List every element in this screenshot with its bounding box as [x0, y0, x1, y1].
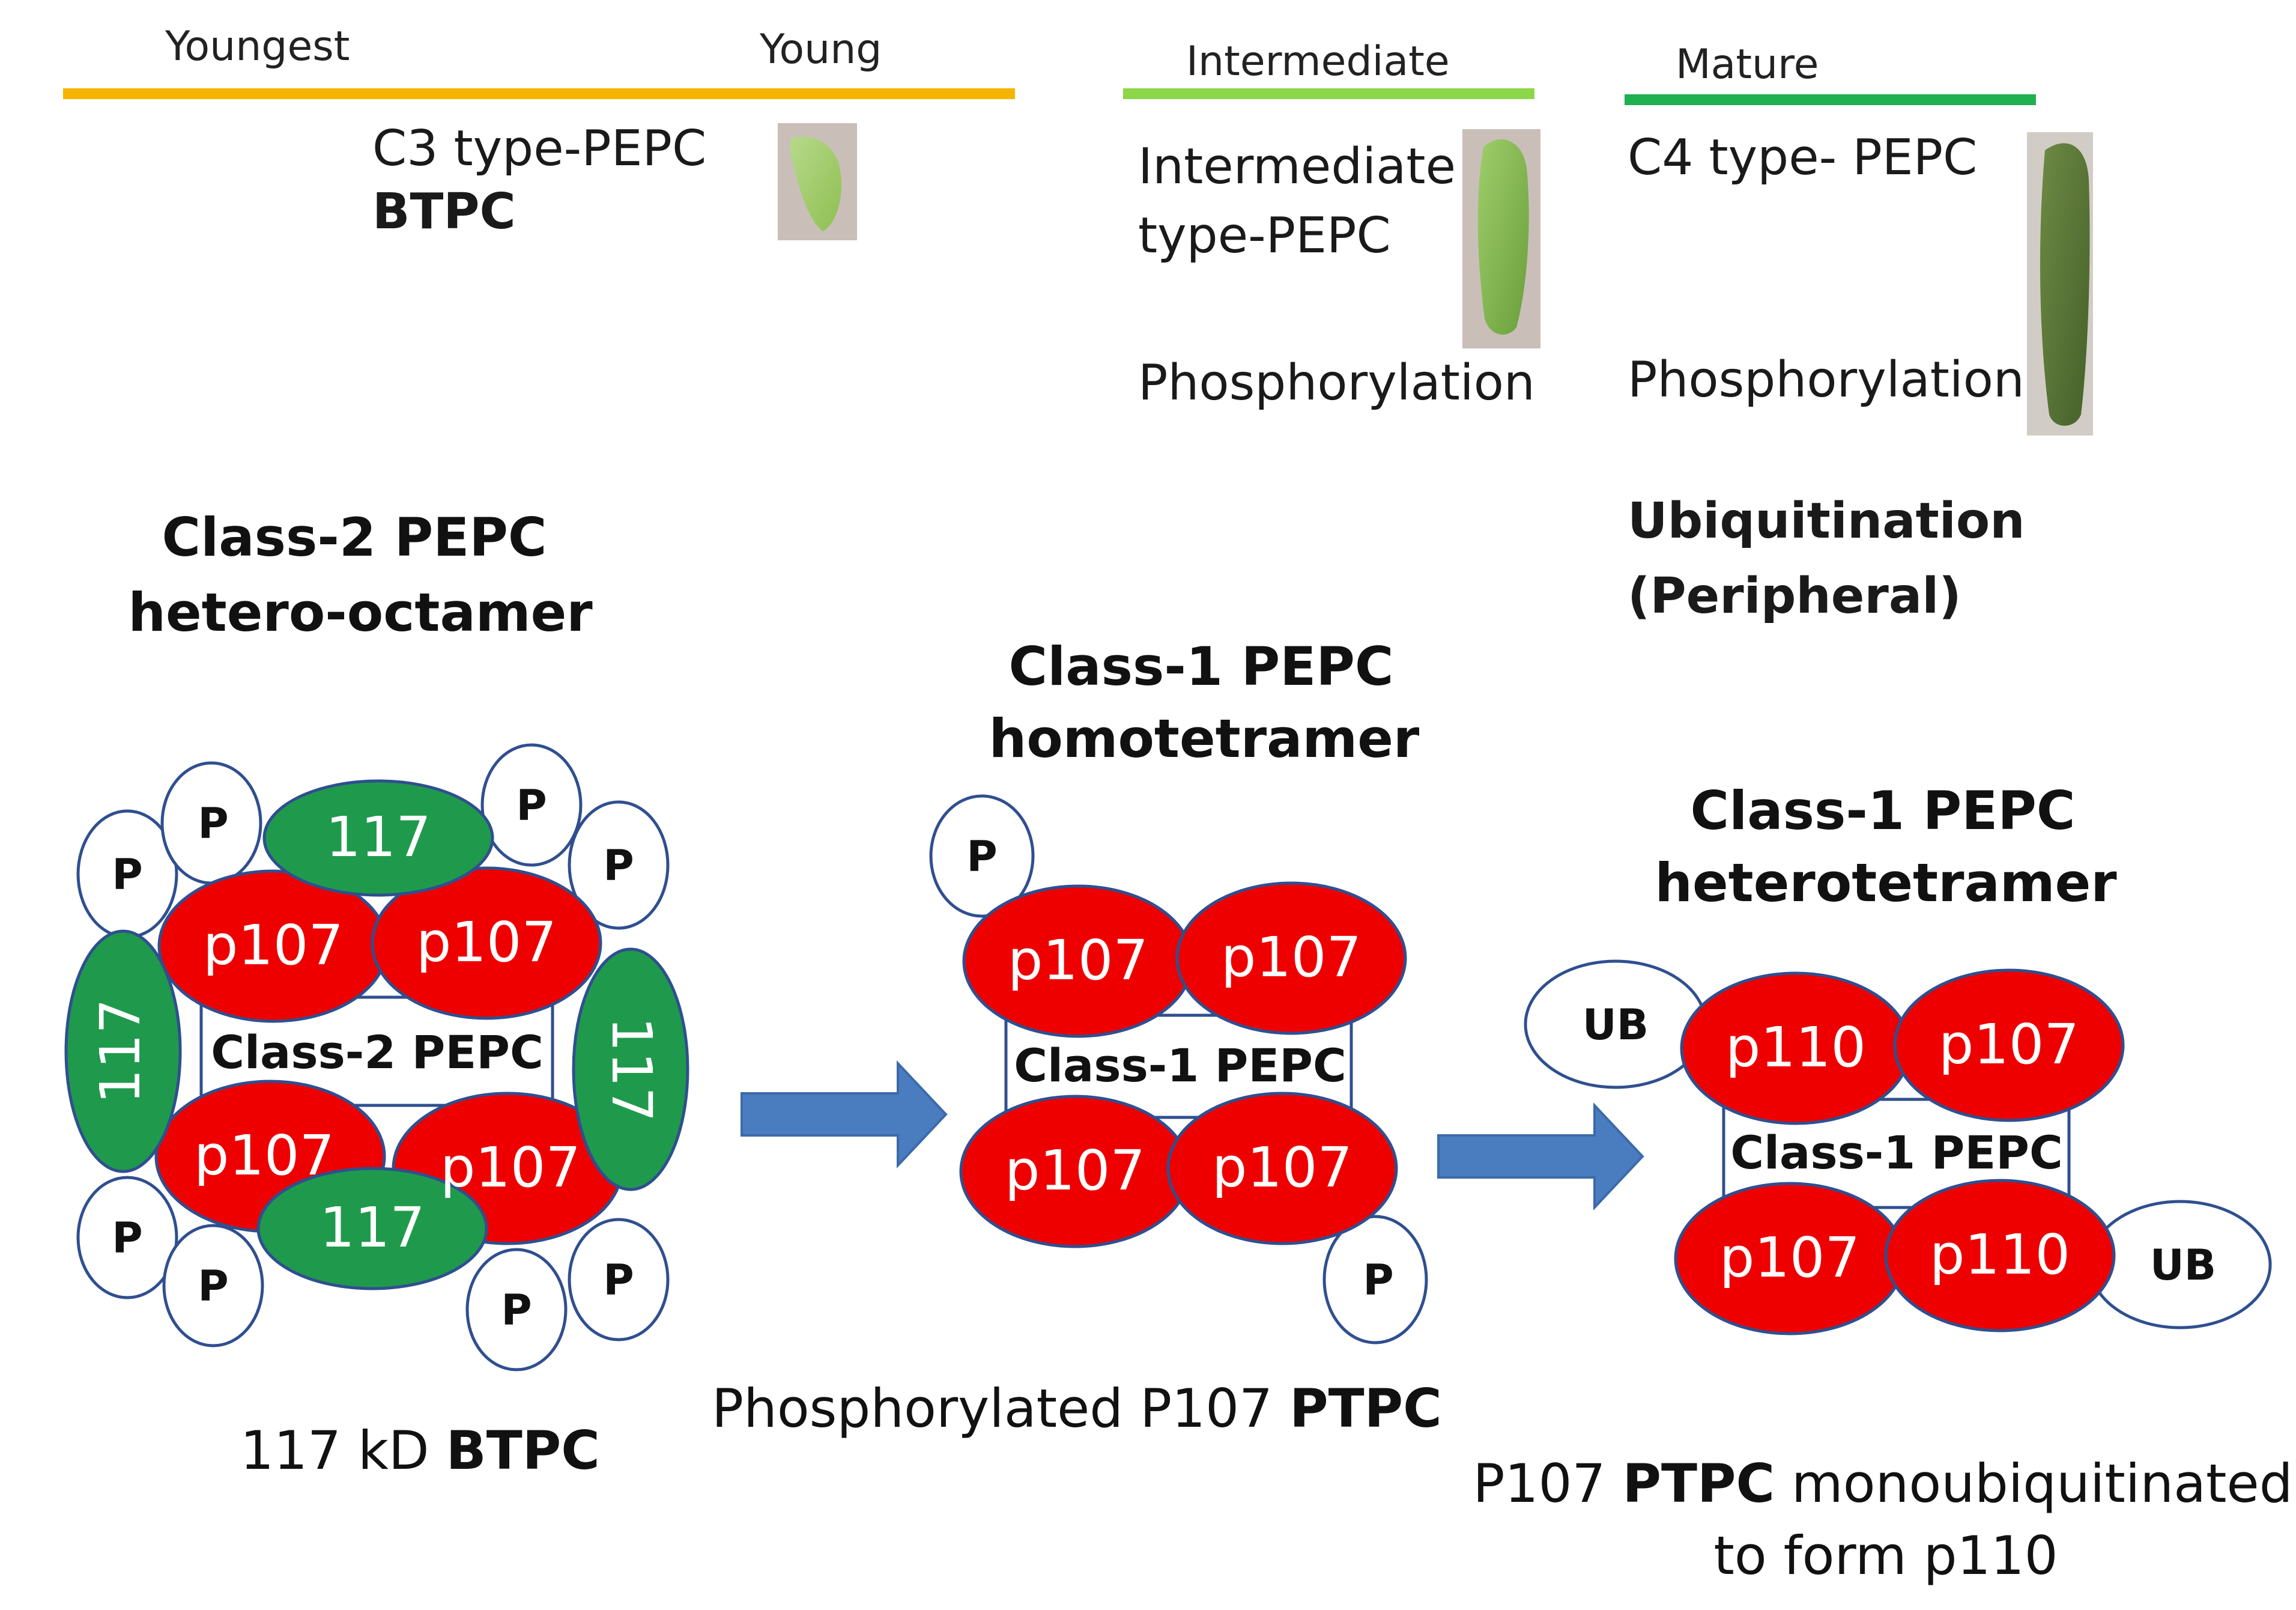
heterotetramer-caption-plain-b: monoubiquitinated	[1775, 1453, 2292, 1514]
phospho-marker	[480, 743, 583, 867]
class2-caption-plain: 117 kD	[240, 1420, 446, 1481]
phospho-label: P	[603, 841, 634, 890]
class2-title-line2: hetero-octamer	[128, 582, 593, 643]
btpc-117-label: 117	[326, 805, 431, 869]
p107-label: p107	[194, 1123, 335, 1188]
p107-label: p107	[1008, 928, 1148, 992]
class2-117-subunits	[64, 779, 689, 1290]
heterotetramer-caption-line2: to form p110	[1713, 1525, 2058, 1587]
mature-leaf-image	[2027, 132, 2093, 436]
homotetramer-caption: Phosphorylated P107 PTPC	[712, 1378, 1442, 1439]
intermediate-pepc-type-line2: type-PEPC	[1138, 207, 1391, 264]
mature-pepc-type: C4 type- PEPC	[1628, 129, 1977, 186]
btpc-117-subunit	[64, 929, 182, 1173]
phospho-marker	[568, 800, 670, 930]
phospho-marker	[465, 1248, 568, 1372]
phospho-label: P	[603, 1256, 634, 1305]
class1-heterotetramer: Class-1 PEPC heterotetramer UB UB Class-…	[1473, 780, 2292, 1587]
heterotetramer-caption-plain-a: P107	[1473, 1453, 1622, 1514]
heterotetramer-caption-bold: PTPC	[1622, 1453, 1775, 1514]
phospho-label: P	[198, 1262, 228, 1311]
phospho-label: P	[966, 832, 997, 881]
class2-phospho-group	[76, 743, 670, 1372]
mature-peripheral: (Peripheral)	[1628, 568, 1961, 625]
young-pepc-type: C3 type-PEPC	[372, 120, 706, 177]
homotetramer-p107-subunits	[959, 881, 1407, 1248]
ub-label: UB	[2150, 1241, 2216, 1290]
phospho-label: P	[1363, 1256, 1393, 1305]
p107-label: p107	[1221, 925, 1362, 989]
phospho-marker	[162, 1224, 264, 1347]
p107-label: p107	[203, 913, 344, 977]
class2-core-label: Class-2 PEPC	[211, 1025, 544, 1079]
phospho-label: P	[112, 850, 142, 899]
mature-panel: C4 type- PEPC Phosphorylation Ubiquitina…	[1628, 129, 2093, 625]
young-leaf-image	[778, 123, 857, 240]
intermediate-panel: Intermediate type-PEPC Phosphorylation	[1138, 129, 1540, 412]
homotetramer-title-line2: homotetramer	[989, 708, 1420, 770]
transition-arrow	[741, 1060, 948, 1169]
homotetramer-caption-plain: Phosphorylated P107	[712, 1378, 1289, 1439]
stage-timeline: Youngest Young Intermediate Mature	[63, 23, 2036, 105]
heterotetramer-caption-line1: P107 PTPC monoubiquitinated	[1473, 1453, 2292, 1514]
p107-subunit	[1175, 881, 1407, 1035]
btpc-117-subunit	[262, 779, 494, 897]
p110-label: p110	[1930, 1223, 2070, 1287]
intermediate-pepc-type-line1: Intermediate	[1138, 138, 1456, 195]
phospho-marker	[568, 1218, 670, 1341]
young-panel: C3 type-PEPC BTPC	[372, 120, 857, 240]
homotetramer-caption-bold: PTPC	[1289, 1378, 1442, 1439]
btpc-117-label: 117	[320, 1195, 425, 1260]
heterotetramer-subunits	[1674, 968, 2125, 1335]
homotetramer-title-line1: Class-1 PEPC	[1009, 636, 1394, 697]
phospho-label: P	[516, 781, 547, 830]
class2-title-line1: Class-2 PEPC	[162, 506, 547, 568]
phospho-marker	[76, 1176, 178, 1299]
p107-label: p107	[1939, 1012, 2079, 1077]
p107-label: p107	[1719, 1226, 1860, 1290]
phospho-marker	[1322, 1215, 1428, 1344]
p107-subunit	[1166, 1092, 1398, 1245]
p107-subunit	[1893, 968, 2125, 1122]
stage-label-youngest: Youngest	[165, 23, 350, 70]
p107-label: p107	[416, 910, 557, 974]
intermediate-leaf-image	[1462, 129, 1540, 348]
class2-caption: 117 kD BTPC	[240, 1420, 600, 1481]
mature-ubiquitination: Ubiquitination	[1628, 493, 2025, 550]
young-btpc: BTPC	[372, 183, 516, 240]
heterotetramer-title-line1: Class-1 PEPC	[1691, 780, 2076, 842]
heterotetramer-core-label: Class-1 PEPC	[1730, 1126, 2063, 1179]
homotetramer-core-label: Class-1 PEPC	[1014, 1039, 1346, 1092]
btpc-117-label: 117	[88, 998, 153, 1104]
class2-complex: Class-2 PEPC hetero-octamer P P P P P P …	[64, 506, 689, 1481]
p107-label: p107	[440, 1135, 581, 1200]
btpc-117-label: 117	[599, 1016, 664, 1122]
p107-label: p107	[1212, 1135, 1352, 1200]
stage-label-young: Young	[759, 26, 882, 73]
p110-label: p110	[1725, 1015, 1866, 1080]
intermediate-phosphorylation: Phosphorylation	[1138, 354, 1535, 412]
p110-subunit	[1884, 1179, 2116, 1332]
p107-label: p107	[1005, 1138, 1145, 1203]
phospho-label: P	[198, 799, 228, 848]
class2-caption-bold: BTPC	[446, 1420, 600, 1481]
phospho-label: P	[501, 1286, 532, 1335]
ub-label: UB	[1583, 1000, 1649, 1050]
btpc-117-subunit	[256, 1167, 488, 1290]
phospho-marker	[929, 794, 1035, 918]
mature-phosphorylation: Phosphorylation	[1628, 351, 2025, 409]
heterotetramer-title-line2: heterotetramer	[1655, 852, 2117, 914]
stage-label-mature: Mature	[1676, 41, 1819, 88]
class2-phospho-labels: P P P P P P P P	[112, 781, 634, 1335]
p107-subunit	[371, 866, 602, 1020]
btpc-117-subunit	[572, 947, 689, 1191]
class1-homotetramer: Class-1 PEPC homotetramer P P Class-1 PE…	[712, 636, 1442, 1439]
transition-arrow	[1437, 1102, 1644, 1211]
phospho-label: P	[112, 1214, 142, 1263]
stage-label-intermediate: Intermediate	[1186, 38, 1450, 85]
